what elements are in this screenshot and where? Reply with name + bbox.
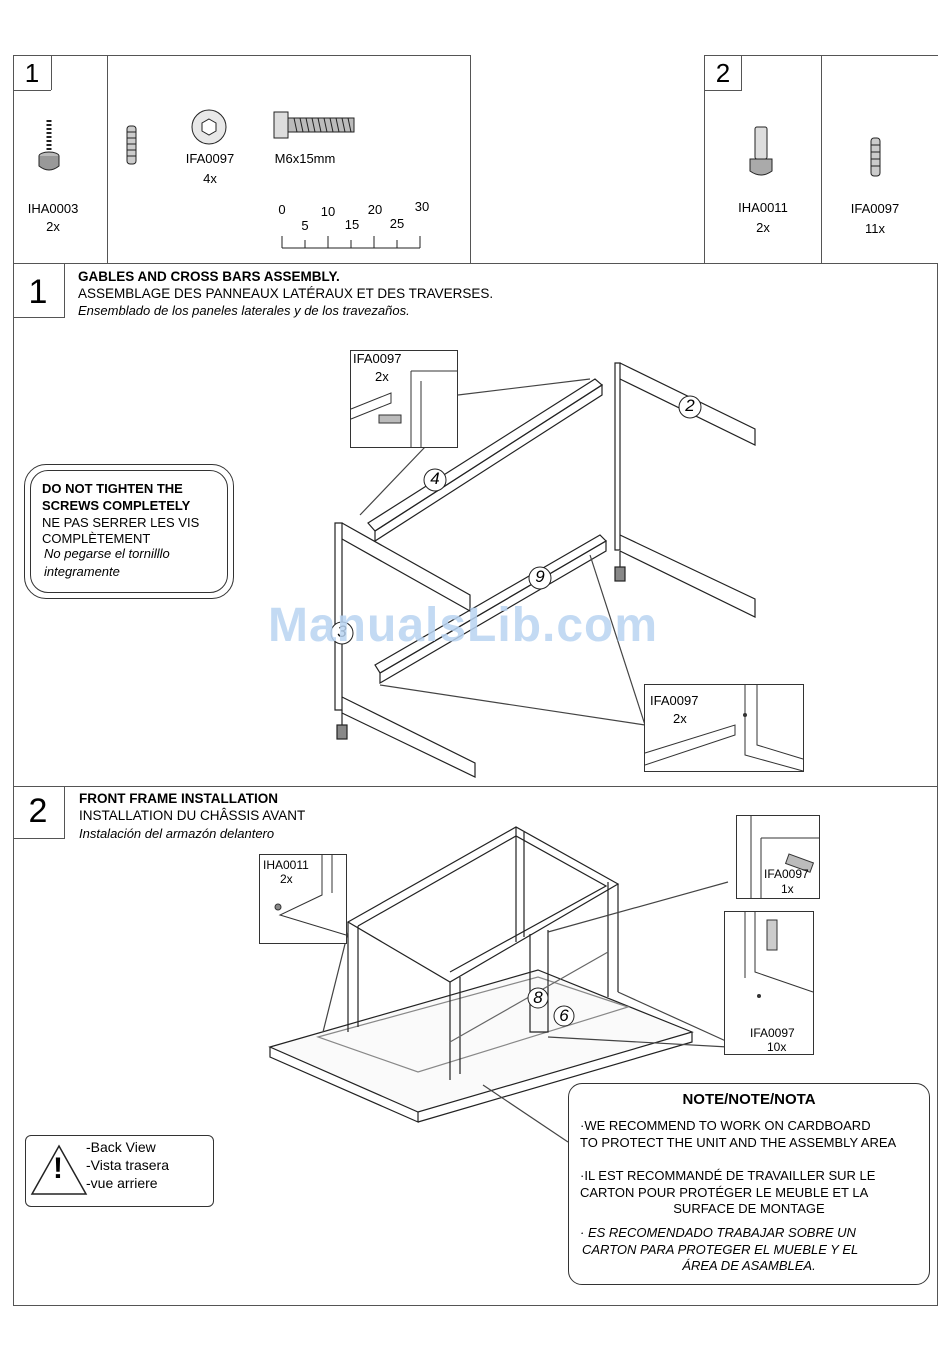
warning-fr-line2: COMPLÈTEMENT (42, 531, 151, 546)
back-view-box: ! -Back View -Vista trasera -vue arriere (25, 1135, 214, 1207)
inset-code: IFA0097 (650, 693, 699, 708)
warning-es-line2: integramente (44, 564, 120, 579)
part-code: M6x15mm (274, 151, 336, 166)
part-code: IHA0003 (27, 201, 79, 216)
warning-en-line2: SCREWS COMPLETELY (42, 498, 191, 513)
inset-code: IFA0097 (750, 1026, 795, 1040)
parts-box-2-number: 2 (715, 58, 731, 88)
warning-exclamation: ! (53, 1152, 63, 1185)
inset-code: IFA0097 (764, 867, 809, 881)
inset-qty: 2x (673, 711, 687, 726)
ruler-tick-label: 5 (301, 218, 309, 233)
part-code: IHA0011 (738, 200, 788, 215)
part-label-9: 9 (535, 567, 545, 586)
detail-inset-right-top: IFA0097 1x (736, 815, 820, 899)
inset-code: IFA0097 (353, 351, 402, 366)
step-1-title-en: GABLES AND CROSS BARS ASSEMBLY. (78, 269, 340, 284)
ruler-tick-label: 10 (320, 204, 336, 219)
part-label-4: 4 (430, 469, 440, 488)
note-title: NOTE/NOTE/NOTA (682, 1091, 816, 1108)
step-1-number: 1 (28, 273, 48, 311)
note-fr-line2: CARTON POUR PROTÉGER LE MEUBLE ET LA (580, 1185, 869, 1200)
inset-qty: 1x (781, 882, 794, 896)
warning-box: DO NOT TIGHTEN THE SCREWS COMPLETELY NE … (24, 464, 234, 599)
step-2-title-es: Instalación del armazón delantero (79, 826, 275, 841)
part-qty: 2x (756, 220, 770, 235)
cam-dowel-icon (870, 137, 881, 177)
part-label-8: 8 (533, 988, 543, 1007)
warning-en-line1: DO NOT TIGHTEN THE (42, 481, 183, 496)
warning-fr-line1: NE PAS SERRER LES VIS (42, 515, 200, 530)
ruler-tick-label: 0 (278, 202, 286, 217)
watermark: ManualsLib.com (268, 599, 659, 652)
back-view-line3: -vue arriere (86, 1175, 158, 1191)
ruler-tick-label: 20 (367, 202, 383, 217)
back-view-line1: -Back View (86, 1139, 156, 1155)
step-2-title-fr: INSTALLATION DU CHÂSSIS AVANT (79, 808, 306, 823)
part-label-2: 2 (685, 396, 695, 415)
inset-qty: 2x (280, 872, 293, 886)
detail-inset-right-bottom: IFA0097 10x (724, 911, 814, 1055)
part-qty: 4x (203, 171, 217, 186)
part-label-6: 6 (559, 1006, 569, 1025)
warning-es-line1: No pegarse el tornilllo (44, 546, 170, 561)
step-2-frame-diagram (268, 826, 729, 1143)
part-code: IFA0097 (850, 201, 900, 216)
bolt-icon (273, 111, 355, 139)
inset-qty: 2x (375, 369, 389, 384)
inset-code: IHA0011 (263, 858, 309, 872)
note-en-line1: ·WE RECOMMEND TO WORK ON CARDBOARD (580, 1118, 871, 1133)
detail-inset-left: IHA0011 2x (259, 854, 347, 944)
cam-dowel-icon (126, 125, 137, 165)
ruler-tick-label: 15 (344, 217, 360, 232)
note-fr-line1: ·IL EST RECOMMANDÉ DE TRAVAILLER SUR LE (580, 1168, 876, 1183)
ruler-scale (281, 236, 421, 249)
step-1-title-es: Ensemblado de los paneles laterales y de… (78, 303, 410, 318)
ruler-tick-label: 30 (414, 199, 430, 214)
detail-inset-bottom: IFA0097 2x (644, 684, 804, 772)
step-2-number: 2 (28, 792, 48, 830)
part-label-3: 3 (337, 622, 347, 641)
inset-qty: 10x (767, 1040, 787, 1054)
note-box: NOTE/NOTE/NOTA ·WE RECOMMEND TO WORK ON … (568, 1083, 930, 1285)
note-es-line2: CARTON PARA PROTEGER EL MUEBLE Y EL (582, 1242, 859, 1257)
leveler-glide-icon (38, 120, 60, 171)
ruler-tick-label: 25 (389, 216, 405, 231)
note-fr-line3: SURFACE DE MONTAGE (673, 1201, 825, 1216)
part-code: IFA0097 (185, 151, 235, 166)
note-es-line3: ÁREA DE ASAMBLEA. (682, 1258, 816, 1273)
part-qty: 2x (46, 219, 60, 234)
warning-triangle-icon (30, 1144, 88, 1195)
note-en-line2: TO PROTECT THE UNIT AND THE ASSEMBLY ARE… (580, 1135, 897, 1150)
part-qty: 11x (865, 221, 885, 236)
floor-glide-icon (749, 126, 773, 176)
parts-box-1-number: 1 (24, 58, 40, 88)
note-es-line1: · ES RECOMENDADO TRABAJAR SOBRE UN (580, 1225, 856, 1240)
cam-lock-icon (191, 109, 227, 145)
back-view-line2: -Vista trasera (86, 1157, 169, 1173)
step-2-title-en: FRONT FRAME INSTALLATION (79, 791, 278, 806)
detail-inset-top: IFA0097 2x (350, 350, 458, 448)
step-1-title-fr: ASSEMBLAGE DES PANNEAUX LATÉRAUX ET DES … (78, 286, 494, 301)
step-1-frame-diagram (330, 362, 756, 778)
